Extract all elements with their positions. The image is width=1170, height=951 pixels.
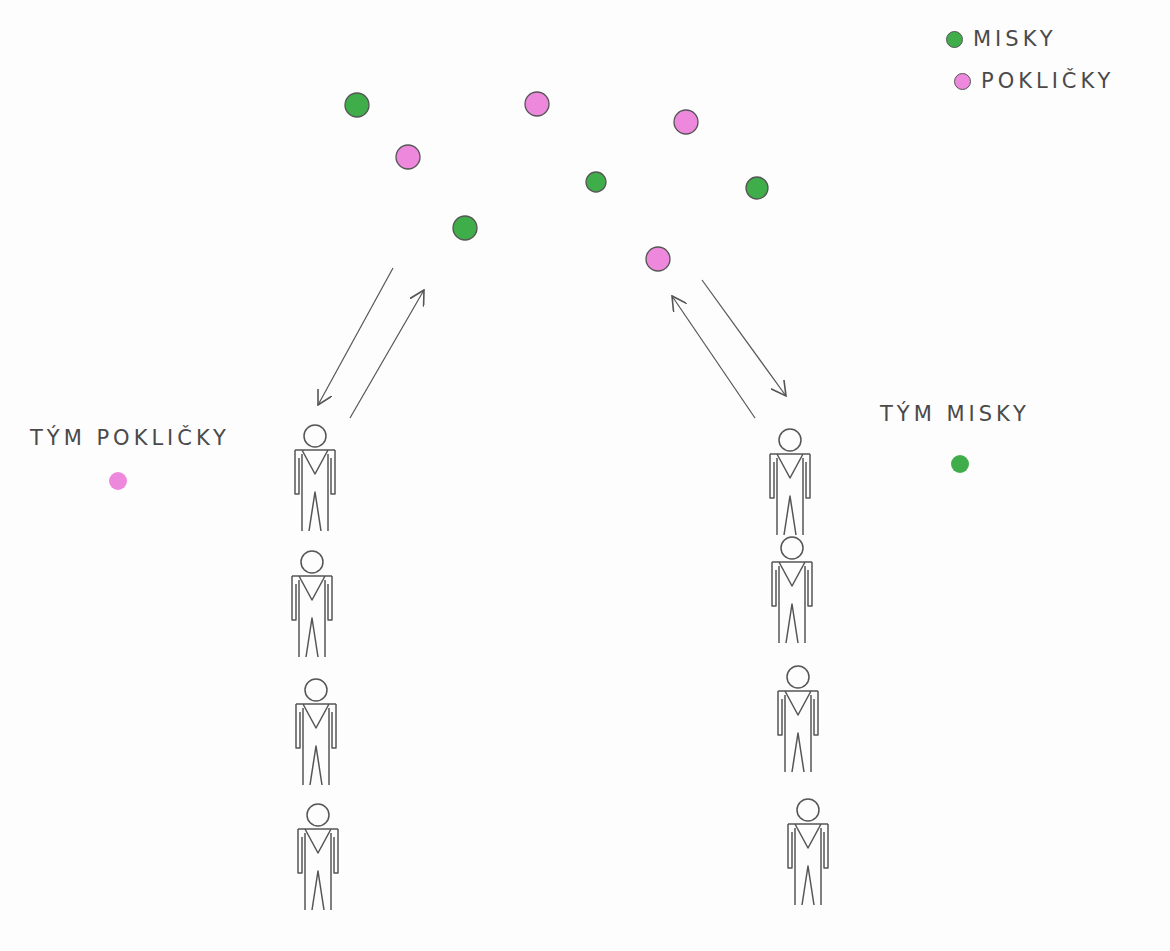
- legend-item: POKLIČKY: [954, 71, 1114, 92]
- legend-swatch: [954, 73, 971, 90]
- run-arrow: [672, 296, 755, 418]
- player-figure: [296, 679, 336, 785]
- legend-text: MISKY: [973, 29, 1057, 50]
- team-dots: [109, 455, 969, 490]
- lid-dot: [674, 110, 698, 134]
- team-dot: [109, 472, 127, 490]
- players: [292, 425, 828, 910]
- run-arrow: [318, 268, 393, 405]
- legend-item: MISKY: [946, 29, 1057, 50]
- run-arrows: [318, 268, 786, 418]
- player-figure: [298, 804, 338, 910]
- bowl-dot: [345, 93, 369, 117]
- lid-dot: [396, 145, 420, 169]
- lid-dot: [646, 247, 670, 271]
- bowl-dot: [453, 216, 477, 240]
- player-figure: [770, 429, 810, 535]
- lid-dot: [525, 92, 549, 116]
- team-dot: [951, 455, 969, 473]
- bowl-dot: [746, 177, 768, 199]
- legend-text: POKLIČKY: [981, 71, 1114, 92]
- player-figure: [788, 799, 828, 905]
- player-figure: [772, 537, 812, 643]
- bowl-dot: [586, 172, 606, 192]
- run-arrow: [702, 280, 786, 396]
- team-label: TÝM POKLIČKY: [30, 428, 230, 449]
- legend-swatch: [946, 31, 963, 48]
- bowls-and-lids: [345, 92, 768, 271]
- team-label: TÝM MISKY: [880, 404, 1030, 425]
- run-arrow: [350, 290, 424, 418]
- player-figure: [292, 551, 332, 657]
- player-figure: [778, 666, 818, 772]
- player-figure: [295, 425, 335, 531]
